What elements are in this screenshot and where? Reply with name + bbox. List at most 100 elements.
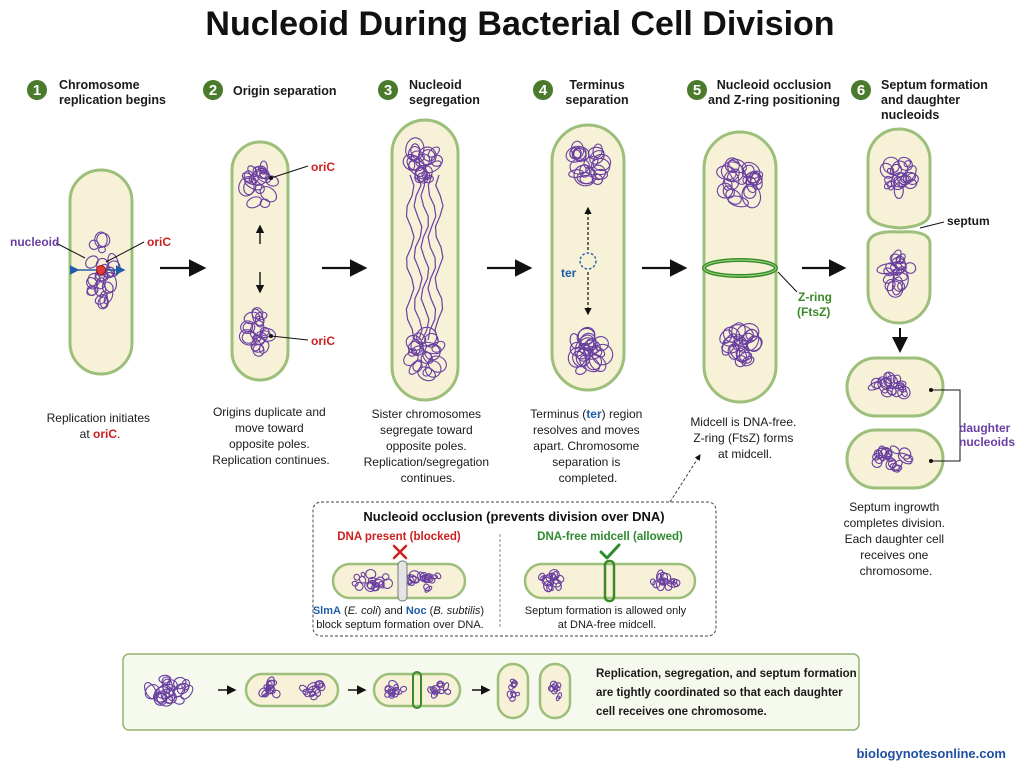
step-2-cell: oriC oriC [230,140,335,382]
nucleoid-blob [567,326,614,375]
dna-loop [420,352,433,364]
dna-loop [590,164,606,181]
dna-loop [262,692,269,698]
dna-loop [903,454,914,463]
summary-line: cell receives one chromosome. [596,706,767,718]
dna-loop [418,146,437,166]
dna-loop [249,320,265,340]
caption-line: segregate toward [380,423,473,437]
z-ring-side [603,559,616,603]
nucleoid-blob [649,569,681,592]
summary-panel: Replication, segregation, and septum for… [122,653,860,731]
dna-loop [892,268,909,292]
dna-loop [721,333,738,356]
caption-line: Septum ingrowth [849,500,939,514]
dna-loop [266,680,273,687]
step-title: Nucleoid occlusion [717,78,832,92]
dna-loop [657,572,663,581]
dna-loop [367,576,377,584]
dna-loop [246,196,263,209]
dna-loop [384,685,390,692]
dna-loop [569,147,582,160]
step-title: and daughter [881,93,960,107]
dna-strand [420,174,430,341]
dna-loop [86,286,99,296]
dna-loop [727,195,749,208]
caption-line: resolves and moves [533,423,640,437]
dna-loop [254,183,265,195]
nucleoid-blob [298,680,326,701]
step-title: Nucleoid [409,78,462,92]
dna-loop [889,445,900,455]
dna-strand [427,174,437,341]
allowed-caption: Septum formation is allowed only at DNA-… [525,605,689,631]
dna-loop [736,347,747,363]
step-6-caption: Septum ingrowth completes division. Each… [844,500,949,578]
dna-loop [557,692,563,700]
dna-loop [247,165,258,178]
nucleoid-blob [351,568,394,593]
step-6-daughter-cells: daughter nucleoids [845,356,1015,490]
dna-loop [425,574,433,582]
dna-loop [590,157,611,176]
dna-loop [889,253,902,264]
dna-loop [735,323,760,344]
step-1-caption: Replication initiates at oriC. [47,411,154,441]
caption-line: Each daughter cell [845,532,944,546]
dna-loop [555,582,562,592]
dna-loop [664,582,673,591]
nucleoid-blob [427,680,452,699]
summary-z-ring [412,671,422,709]
dna-loop [427,575,436,584]
dna-loop [429,574,439,580]
dna-loop [94,294,108,305]
dna-loop [569,333,581,350]
step-number: 2 [209,82,217,99]
step-title: separation [565,93,628,107]
step-badge [378,80,398,100]
dna-loop [259,160,268,175]
step-4-header: 4 Terminus separation [533,78,629,107]
summary-line: are tightly coordinated so that each dau… [596,687,843,699]
blocked-label: DNA present (blocked) [337,531,461,543]
dna-loop [741,161,761,179]
nucleoid-blob [876,249,917,298]
leader-line [270,335,309,341]
dna-loop [421,574,430,584]
dna-loop [306,682,318,691]
dna-loop [444,688,452,695]
nucleoid-blob [402,137,444,184]
dna-loop [436,682,444,687]
step-2-header: 2 Origin separation [203,80,337,100]
dna-loop [414,167,428,182]
caption-line: opposite poles. [386,439,467,453]
dna-loop [891,276,903,296]
dna-loop [904,262,917,274]
dna-loop [510,690,517,698]
allowed-check-icon [599,543,621,560]
caption-line: Midcell is DNA-free. [690,415,796,429]
caption-line: opposite poles. [229,437,310,451]
dna-loop [351,580,359,587]
dna-loop [892,374,902,385]
caption-line: Replication/segregation [364,455,489,469]
caption-line: move toward [235,421,304,435]
caption-line: block septum formation over DNA. [316,619,484,631]
dna-loop [876,263,898,275]
dna-loop [883,181,893,190]
nucleoid-blob [506,678,521,702]
nucleoid-blob [565,140,612,187]
dna-loop [591,173,604,185]
dna-loop [405,334,423,352]
step-1-cell: nucleoid oriC [10,168,171,376]
dna-loop [374,576,385,587]
dna-loop [870,377,882,389]
dna-loop [719,329,733,345]
dna-loop [903,160,912,168]
leader-line [55,242,86,259]
step-5-cell: Z-ring (FtsZ) [702,130,832,404]
step-3-header: 3 Nucleoid segregation [378,78,480,107]
step-title: Origin separation [233,84,337,98]
dna-loop [579,174,594,185]
